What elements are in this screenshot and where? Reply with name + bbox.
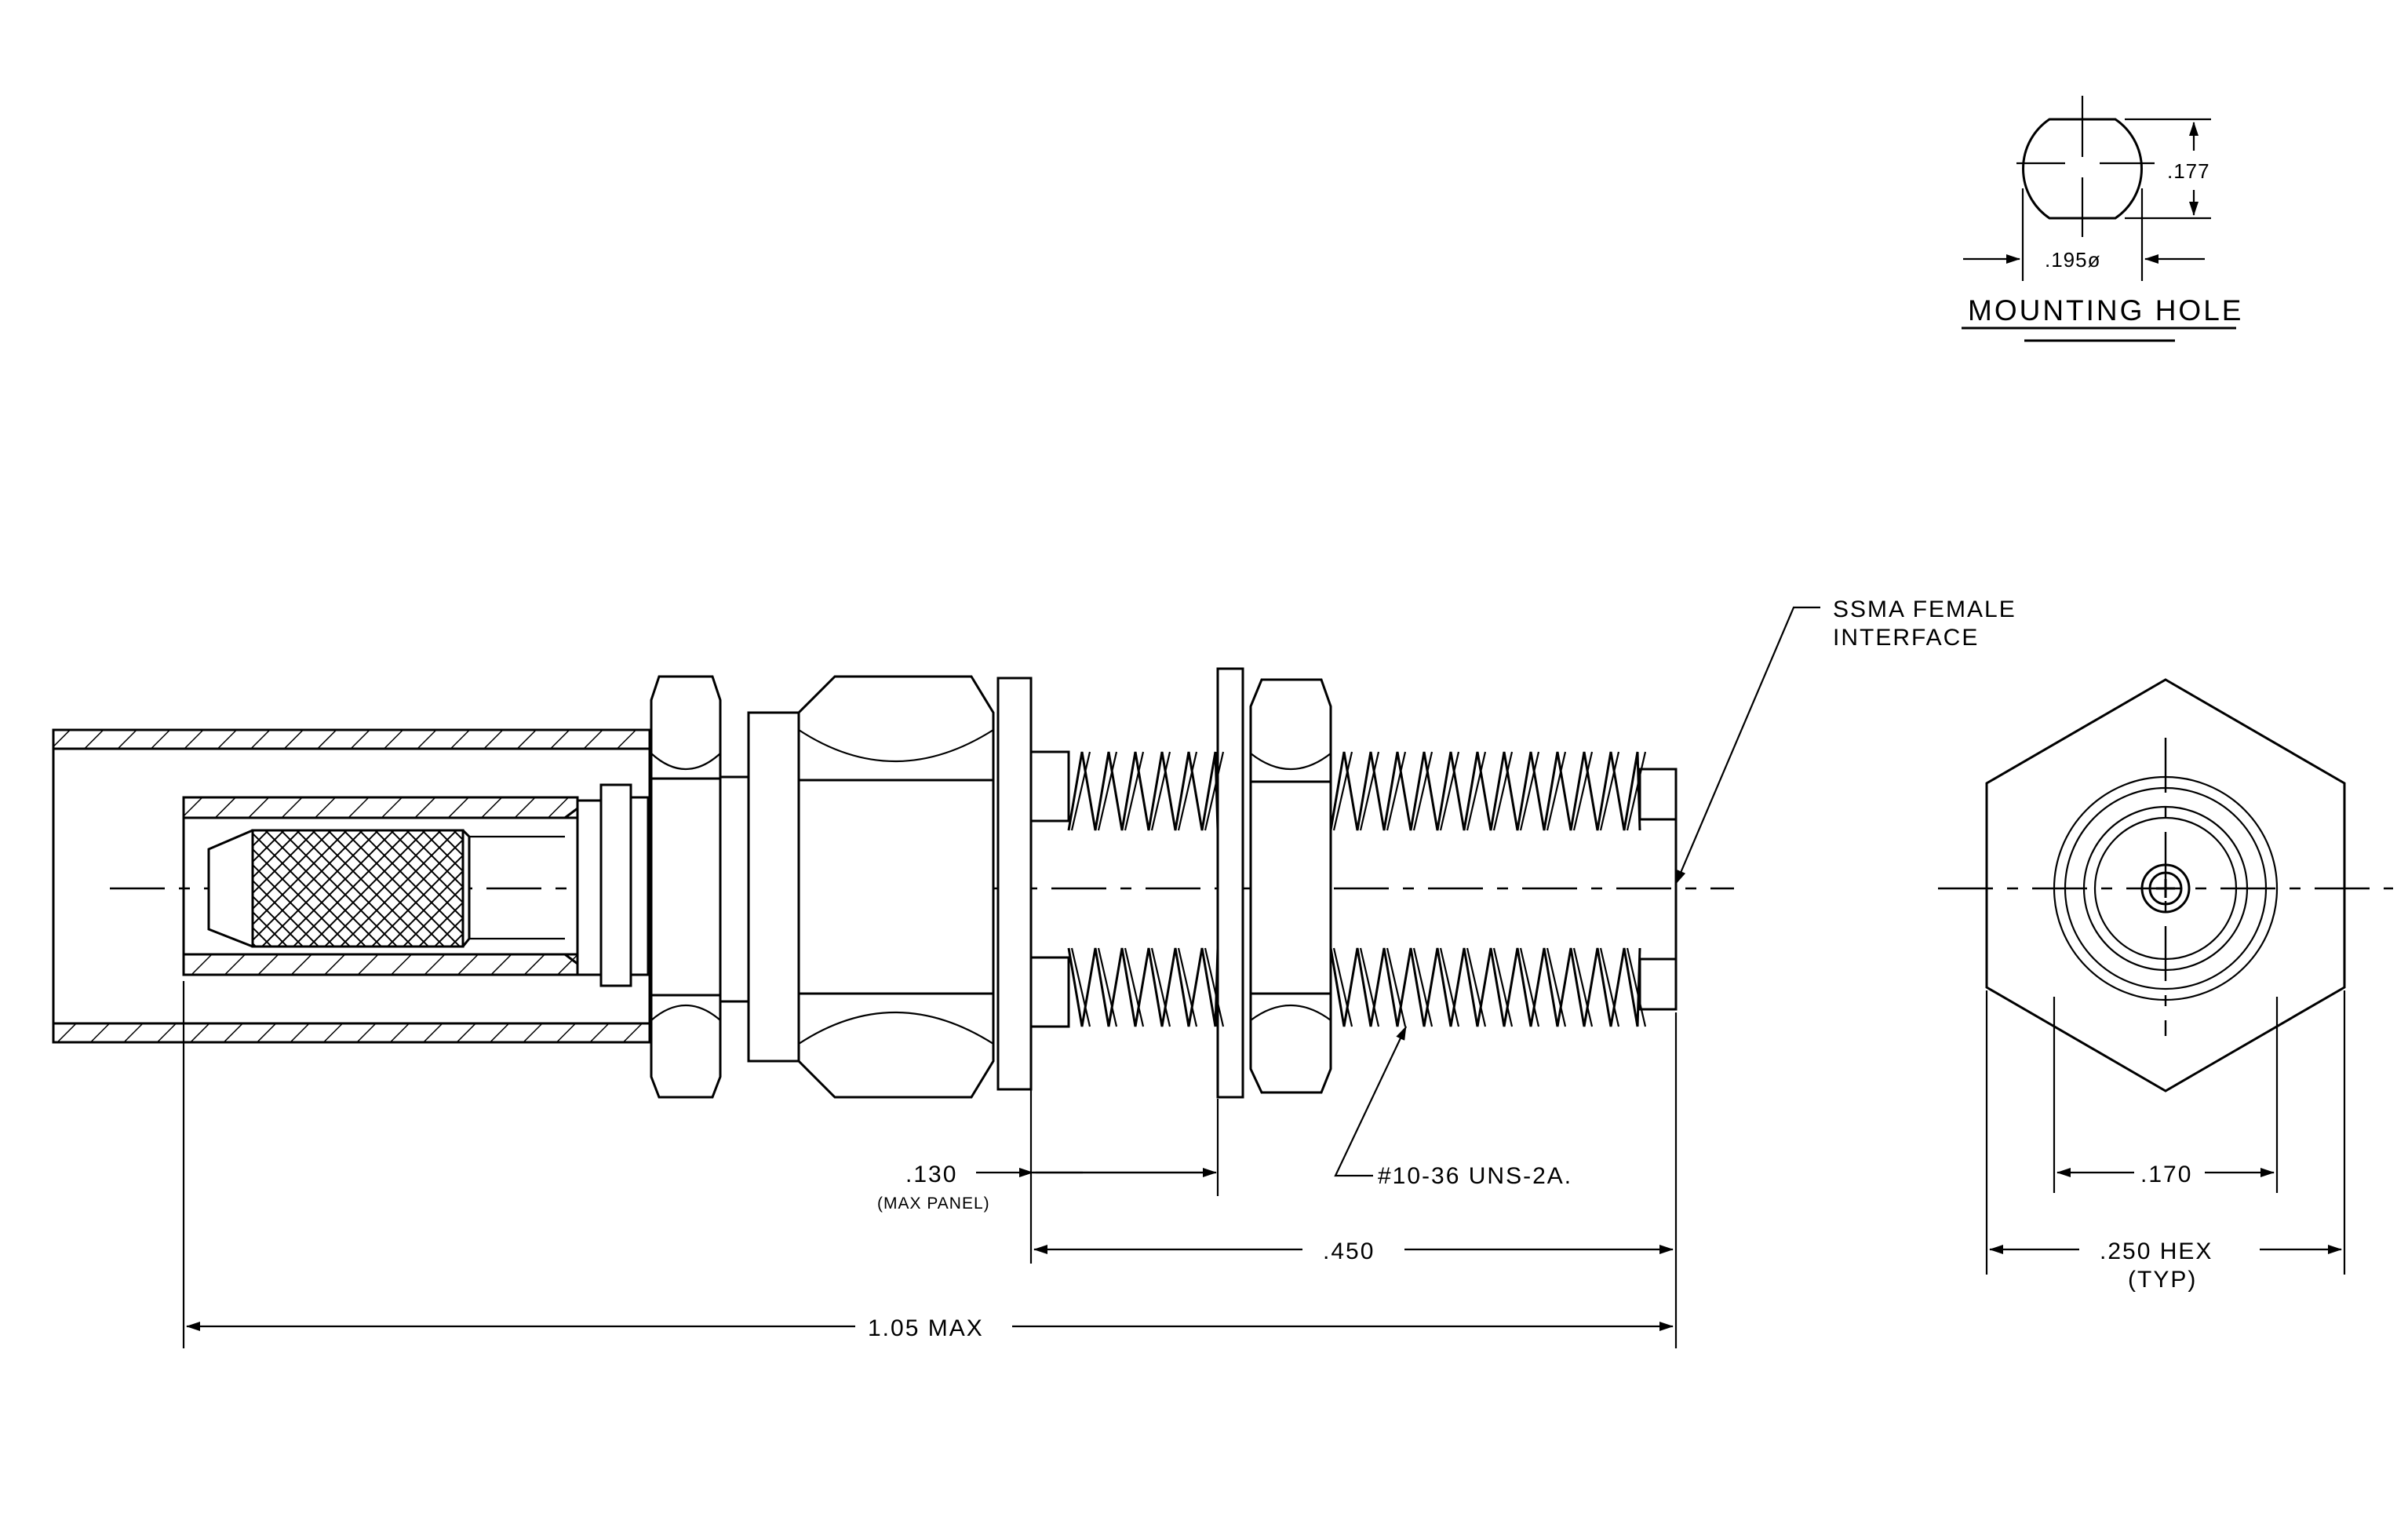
- thread-front-bottom: [1067, 947, 1219, 1027]
- thread-tip-top-band-crest: [1466, 751, 1487, 831]
- thread-tip-top-band-crest: [1626, 751, 1647, 831]
- end-pin-inner: [2148, 871, 2183, 906]
- thread-tip-top-band-crest: [1412, 751, 1434, 831]
- thread-stub-bottom: [1029, 956, 1070, 1028]
- thread-tip-bottom-band-crest: [1572, 947, 1594, 1027]
- thread-front-bottom-crest: [1097, 947, 1118, 1027]
- thread-tip-top-band: [1329, 751, 1641, 831]
- rear-ring: [629, 796, 650, 976]
- side-view: [52, 667, 1734, 1099]
- front-washer: [996, 677, 1033, 1091]
- thread-tip-bottom-band: [1329, 947, 1641, 1027]
- thread-front-top-crest: [1124, 751, 1145, 831]
- overall-length-dim: 1.05 MAX: [868, 1315, 984, 1341]
- mounting-hole-shape: [2022, 118, 2143, 220]
- thread-front-top-crest: [1177, 751, 1198, 831]
- rear-hex-nut: [650, 675, 722, 1099]
- sleeve-wall-bottom: [52, 1022, 651, 1044]
- thread-callout: #10-36 UNS-2A.: [1334, 1026, 1572, 1189]
- panel-dim-note: (MAX PANEL): [877, 1195, 990, 1213]
- thread-front-bottom-crest: [1204, 947, 1225, 1027]
- end-outer-circle: [2053, 775, 2279, 1001]
- sleeve-wall-top: [52, 728, 651, 750]
- thread-length-dim: .450: [1323, 1238, 1375, 1264]
- thread-front-bottom-crest: [1177, 947, 1198, 1027]
- interface-note-line1: SSMA FEMALE: [1833, 596, 2016, 622]
- mounting-hole-dia-dim: .195ø: [2045, 248, 2101, 272]
- thread-front-top-crest: [1150, 751, 1171, 831]
- body-shoulder: [747, 711, 800, 1063]
- thread-tip-bottom-band-crest: [1359, 947, 1380, 1027]
- end-ring-3: [2082, 805, 2249, 972]
- thread-front-bottom-crest: [1070, 947, 1091, 1027]
- hex-dim-note: (TYP): [2128, 1267, 2197, 1293]
- thread-tip-top-band-crest: [1599, 751, 1620, 831]
- thread-tip-top-band-crest: [1386, 751, 1407, 831]
- front-hex-nut: [1249, 678, 1332, 1094]
- thread-tip-bottom-band-crest: [1386, 947, 1407, 1027]
- threads: [1067, 751, 1647, 1027]
- end-ring-4: [2093, 816, 2238, 961]
- thread-tip-bottom-band-crest: [1546, 947, 1567, 1027]
- mounting-hole-detail: .177 .195ø MOUNTING HOLE: [1962, 96, 2243, 342]
- thread-tip-bottom-band-crest: [1519, 947, 1540, 1027]
- panel: [1216, 667, 1244, 1099]
- thread-front-top-crest: [1097, 751, 1118, 831]
- rear-washer: [599, 783, 632, 987]
- end-pin-outer: [2140, 863, 2191, 914]
- main-hex-body: [797, 675, 995, 1099]
- end-view: [1938, 678, 2393, 1092]
- hex-dim: .250 HEX: [2100, 1238, 2213, 1264]
- thread-front-top-crest: [1204, 751, 1225, 831]
- thread-tip-bottom: [1638, 957, 1678, 1011]
- thread-tip-bottom-band-crest: [1439, 947, 1460, 1027]
- thread-tip-top-band-crest: [1492, 751, 1514, 831]
- interface-note-line2: INTERFACE: [1833, 625, 1979, 651]
- dimensions: .130 (MAX PANEL) .450 1.05 MAX .170 .250…: [182, 981, 2346, 1348]
- across-flats-dim: .170: [2140, 1162, 2192, 1187]
- end-hex: [1985, 678, 2346, 1092]
- thread-tip-bottom-band-crest: [1332, 947, 1353, 1027]
- thread-tip-top-band-crest: [1439, 751, 1460, 831]
- interface-callout: SSMA FEMALE INTERFACE: [1674, 596, 2016, 885]
- thread-tip-top: [1638, 768, 1678, 821]
- thread-tip-bottom-band-crest: [1599, 947, 1620, 1027]
- thread-front-top: [1067, 751, 1219, 831]
- thread-tip-bottom-band-crest: [1492, 947, 1514, 1027]
- thread-tip-top-band-crest: [1572, 751, 1594, 831]
- thread-front-bottom-crest: [1124, 947, 1145, 1027]
- panel-dim: .130: [905, 1162, 957, 1187]
- collar: [576, 799, 603, 976]
- thread-tip-bottom-band-crest: [1466, 947, 1487, 1027]
- end-ring-2: [2064, 786, 2268, 990]
- thread-front-top-crest: [1070, 751, 1091, 831]
- mounting-hole-flat-dim: .177: [2167, 159, 2210, 183]
- inner-shell-top: [182, 796, 579, 819]
- thread-front-bottom-crest: [1150, 947, 1171, 1027]
- thread-tip-bottom-band-crest: [1412, 947, 1434, 1027]
- thread-tip-top-band-crest: [1332, 751, 1353, 831]
- thread-stub-top: [1029, 750, 1070, 823]
- mounting-hole-title: MOUNTING HOLE: [1968, 294, 2243, 326]
- thread-tip-top-band-crest: [1546, 751, 1567, 831]
- flange: [719, 775, 750, 1003]
- thread-tip-bottom-band-crest: [1626, 947, 1647, 1027]
- thread-note: #10-36 UNS-2A.: [1378, 1163, 1572, 1189]
- thread-tip-top-band-crest: [1519, 751, 1540, 831]
- inner-shell-bottom: [182, 953, 579, 976]
- thread-tip-top-band-crest: [1359, 751, 1380, 831]
- contact-knurl: [251, 829, 464, 948]
